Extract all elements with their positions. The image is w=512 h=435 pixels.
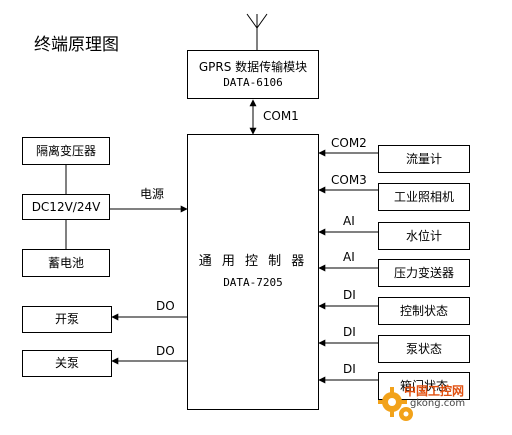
control-state-box: 控制状态 [378, 297, 470, 325]
battery-box: 蓄电池 [22, 249, 110, 277]
ai1-label: AI [343, 214, 355, 228]
do2-label: DO [156, 344, 175, 358]
watermark: 中国工控网 gkong.com [378, 378, 498, 428]
di1-label: DI [343, 288, 356, 302]
industrial-camera-box: 工业照相机 [378, 183, 470, 211]
controller-model: DATA-7205 [223, 276, 283, 289]
isolation-transformer-box: 隔离变压器 [22, 137, 110, 165]
pressure-transmitter-box: 压力变送器 [378, 259, 470, 287]
pump-off-box: 关泵 [22, 350, 112, 377]
com1-label: COM1 [263, 109, 299, 123]
watermark-brand: 中国工控网 [404, 384, 465, 398]
pump-on-box: 开泵 [22, 306, 112, 333]
controller-box: 通 用 控 制 器 DATA-7205 [187, 134, 319, 410]
pump-state-box: 泵状态 [378, 335, 470, 363]
ai2-label: AI [343, 250, 355, 264]
do1-label: DO [156, 299, 175, 313]
water-level-box: 水位计 [378, 222, 470, 250]
page-title: 终端原理图 [34, 35, 119, 55]
antenna-icon [246, 13, 268, 50]
di3-label: DI [343, 362, 356, 376]
controller-name: 通 用 控 制 器 [198, 254, 308, 269]
gprs-module-name: GPRS 数据传输模块 [198, 59, 308, 74]
com2-label: COM2 [331, 136, 367, 150]
dc-power-box: DC12V/24V [22, 194, 110, 220]
power-label: 电源 [140, 187, 165, 201]
gprs-module-model: DATA-6106 [223, 75, 283, 89]
di2-label: DI [343, 325, 356, 339]
flowmeter-box: 流量计 [378, 145, 470, 173]
gprs-module-box: GPRS 数据传输模块 DATA-6106 [187, 50, 319, 99]
watermark-url: gkong.com [410, 398, 466, 409]
com3-label: COM3 [331, 173, 367, 187]
gear-logo-icon [378, 387, 413, 421]
